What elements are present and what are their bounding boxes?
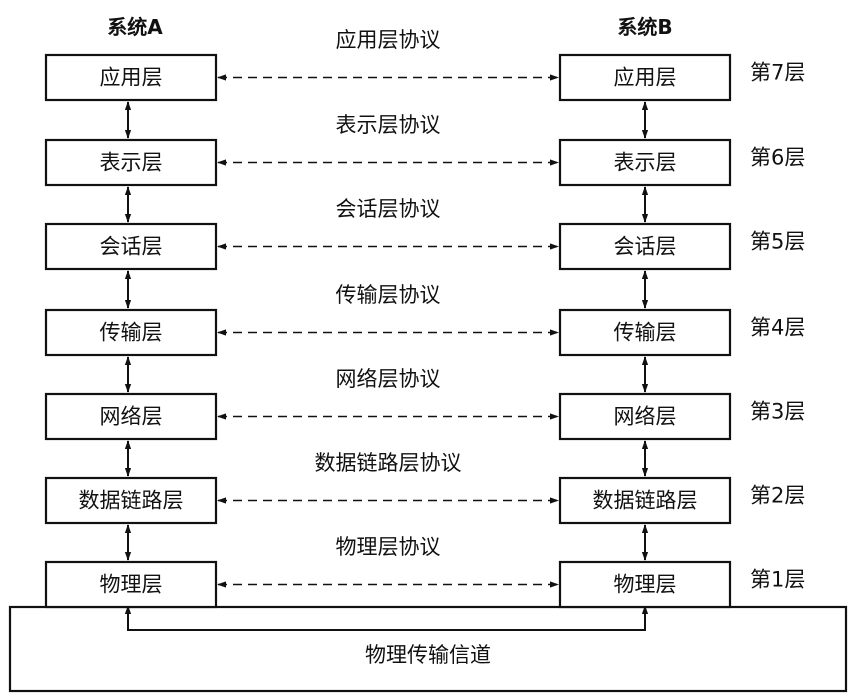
system-a-layer-label: 表示层 xyxy=(100,151,163,175)
system-a-layer-box xyxy=(44,392,218,441)
system-a-layer-label: 网络层 xyxy=(100,405,163,429)
physical-channel-label: 物理传输信道 xyxy=(365,643,491,667)
system-a-layer-box xyxy=(44,53,218,102)
system-b-layer-box xyxy=(558,138,732,187)
protocol-label: 表示层协议 xyxy=(336,113,441,137)
system-b-layer-label: 应用层 xyxy=(614,66,677,90)
system-b-layer-label: 数据链路层 xyxy=(593,489,698,513)
physical-channel-link xyxy=(124,605,649,631)
system-a-layer-label: 会话层 xyxy=(100,235,163,259)
system-b-layer-label: 物理层 xyxy=(614,573,677,597)
physical-channel-box xyxy=(8,605,848,693)
system-b-layer-box xyxy=(558,560,732,609)
system-a-layer-label: 数据链路层 xyxy=(79,489,184,513)
system-a-layer-label: 物理层 xyxy=(100,573,163,597)
system-b-layer-box xyxy=(558,53,732,102)
system-b-label: 系统B xyxy=(617,15,672,39)
system-a-layer-label: 应用层 xyxy=(100,66,163,90)
protocol-label: 应用层协议 xyxy=(336,28,441,52)
layer-number-label: 第7层 xyxy=(750,61,805,85)
layer-number-label: 第3层 xyxy=(750,400,805,424)
system-a-layer-box xyxy=(44,560,218,609)
system-b-layer-box xyxy=(558,308,732,357)
system-b-layer-label: 网络层 xyxy=(614,405,677,429)
system-a-layer-box xyxy=(44,222,218,271)
system-b-layer-label: 传输层 xyxy=(614,321,677,345)
system-a-layer-box xyxy=(44,476,218,525)
system-a-layer-box xyxy=(44,138,218,187)
system-b-layer-box xyxy=(558,222,732,271)
system-a-layer-label: 传输层 xyxy=(100,321,163,345)
system-a-label: 系统A xyxy=(107,15,163,39)
layer-number-label: 第1层 xyxy=(750,568,805,592)
system-a-layer-box xyxy=(44,308,218,357)
protocol-label: 会话层协议 xyxy=(336,197,441,221)
system-b-layer-label: 会话层 xyxy=(614,235,677,259)
protocol-label: 网络层协议 xyxy=(336,367,441,391)
system-b-layer-box xyxy=(558,476,732,525)
layer-number-label: 第2层 xyxy=(750,484,805,508)
layer-number-label: 第4层 xyxy=(750,316,805,340)
system-b-layer-label: 表示层 xyxy=(614,151,677,175)
system-b-layer-box xyxy=(558,392,732,441)
layer-number-label: 第6层 xyxy=(750,146,805,170)
protocol-label: 传输层协议 xyxy=(336,283,441,307)
layer-number-label: 第5层 xyxy=(750,230,805,254)
protocol-label: 数据链路层协议 xyxy=(315,451,462,475)
protocol-label: 物理层协议 xyxy=(336,535,441,559)
